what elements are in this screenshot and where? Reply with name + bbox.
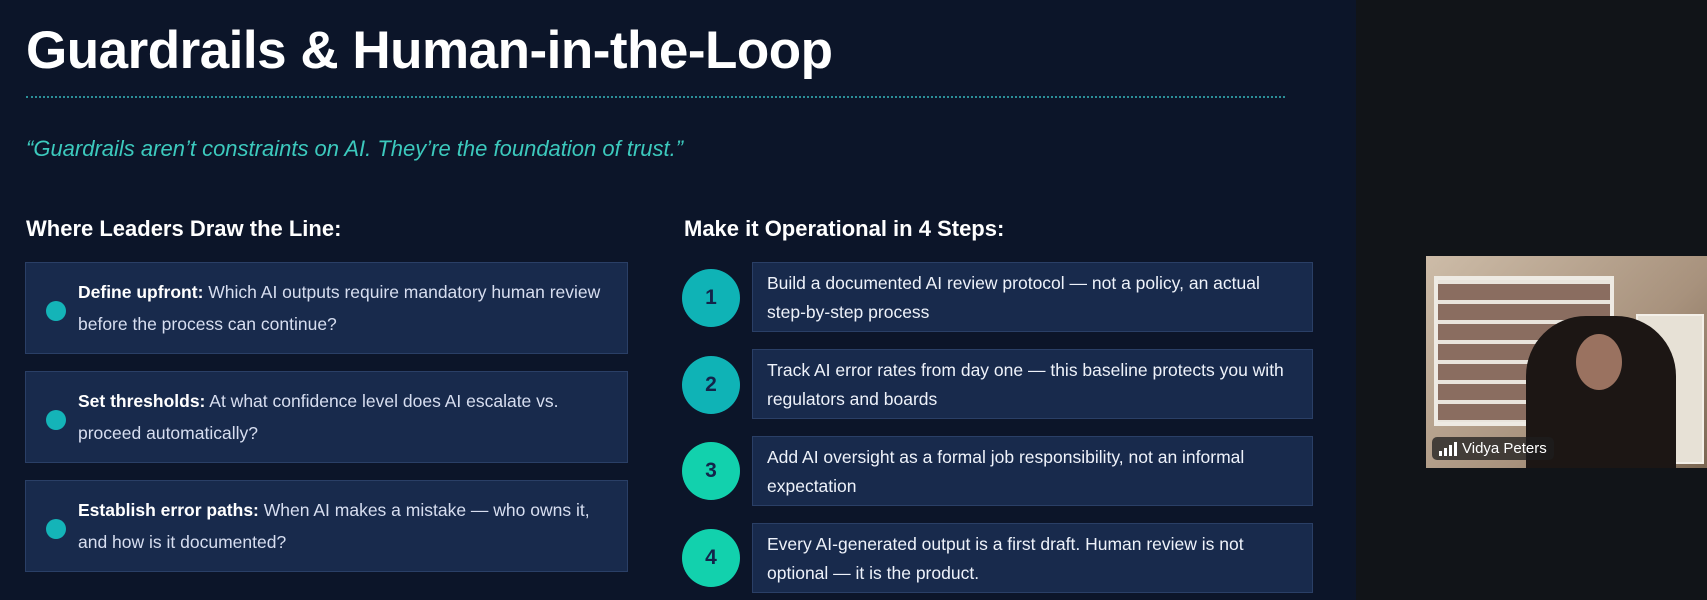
guardrail-card: Define upfront: Which AI outputs require… [25,262,628,354]
participant-video-tile[interactable]: Vidya Peters [1426,256,1707,468]
step-number-badge: 1 [682,269,740,327]
step-card: Track AI error rates from day one — this… [752,349,1313,419]
bullet-dot-icon [46,301,66,321]
bullet-dot-icon [46,519,66,539]
card-label: Set thresholds: [78,391,206,411]
signal-strength-icon [1439,441,1457,456]
left-heading: Where Leaders Draw the Line: [26,216,342,241]
presentation-slide: Guardrails & Human-in-the-Loop “Guardrai… [0,0,1356,600]
step-number-badge: 2 [682,356,740,414]
card-text: When AI makes a mistake — who owns it, a… [78,500,590,552]
slide-quote: “Guardrails aren’t constraints on AI. Th… [26,136,684,161]
slide-title: Guardrails & Human-in-the-Loop [26,21,833,80]
bullet-dot-icon [46,410,66,430]
guardrail-card: Set thresholds: At what confidence level… [25,371,628,463]
step-card: Build a documented AI review protocol — … [752,262,1313,332]
participant-name: Vidya Peters [1462,440,1547,457]
step-card: Every AI-generated output is a first dra… [752,523,1313,593]
step-card: Add AI oversight as a formal job respons… [752,436,1313,506]
title-divider [26,96,1285,98]
card-text: Which AI outputs require mandatory human… [78,282,601,334]
participant-name-tag: Vidya Peters [1432,437,1554,460]
guardrail-card: Establish error paths: When AI makes a m… [25,480,628,572]
step-number-badge: 3 [682,442,740,500]
card-label: Define upfront: [78,282,204,302]
step-number-badge: 4 [682,529,740,587]
card-label: Establish error paths: [78,500,259,520]
participant-face [1576,334,1622,390]
right-heading: Make it Operational in 4 Steps: [684,216,1005,241]
card-text: At what confidence level does AI escalat… [78,391,559,443]
